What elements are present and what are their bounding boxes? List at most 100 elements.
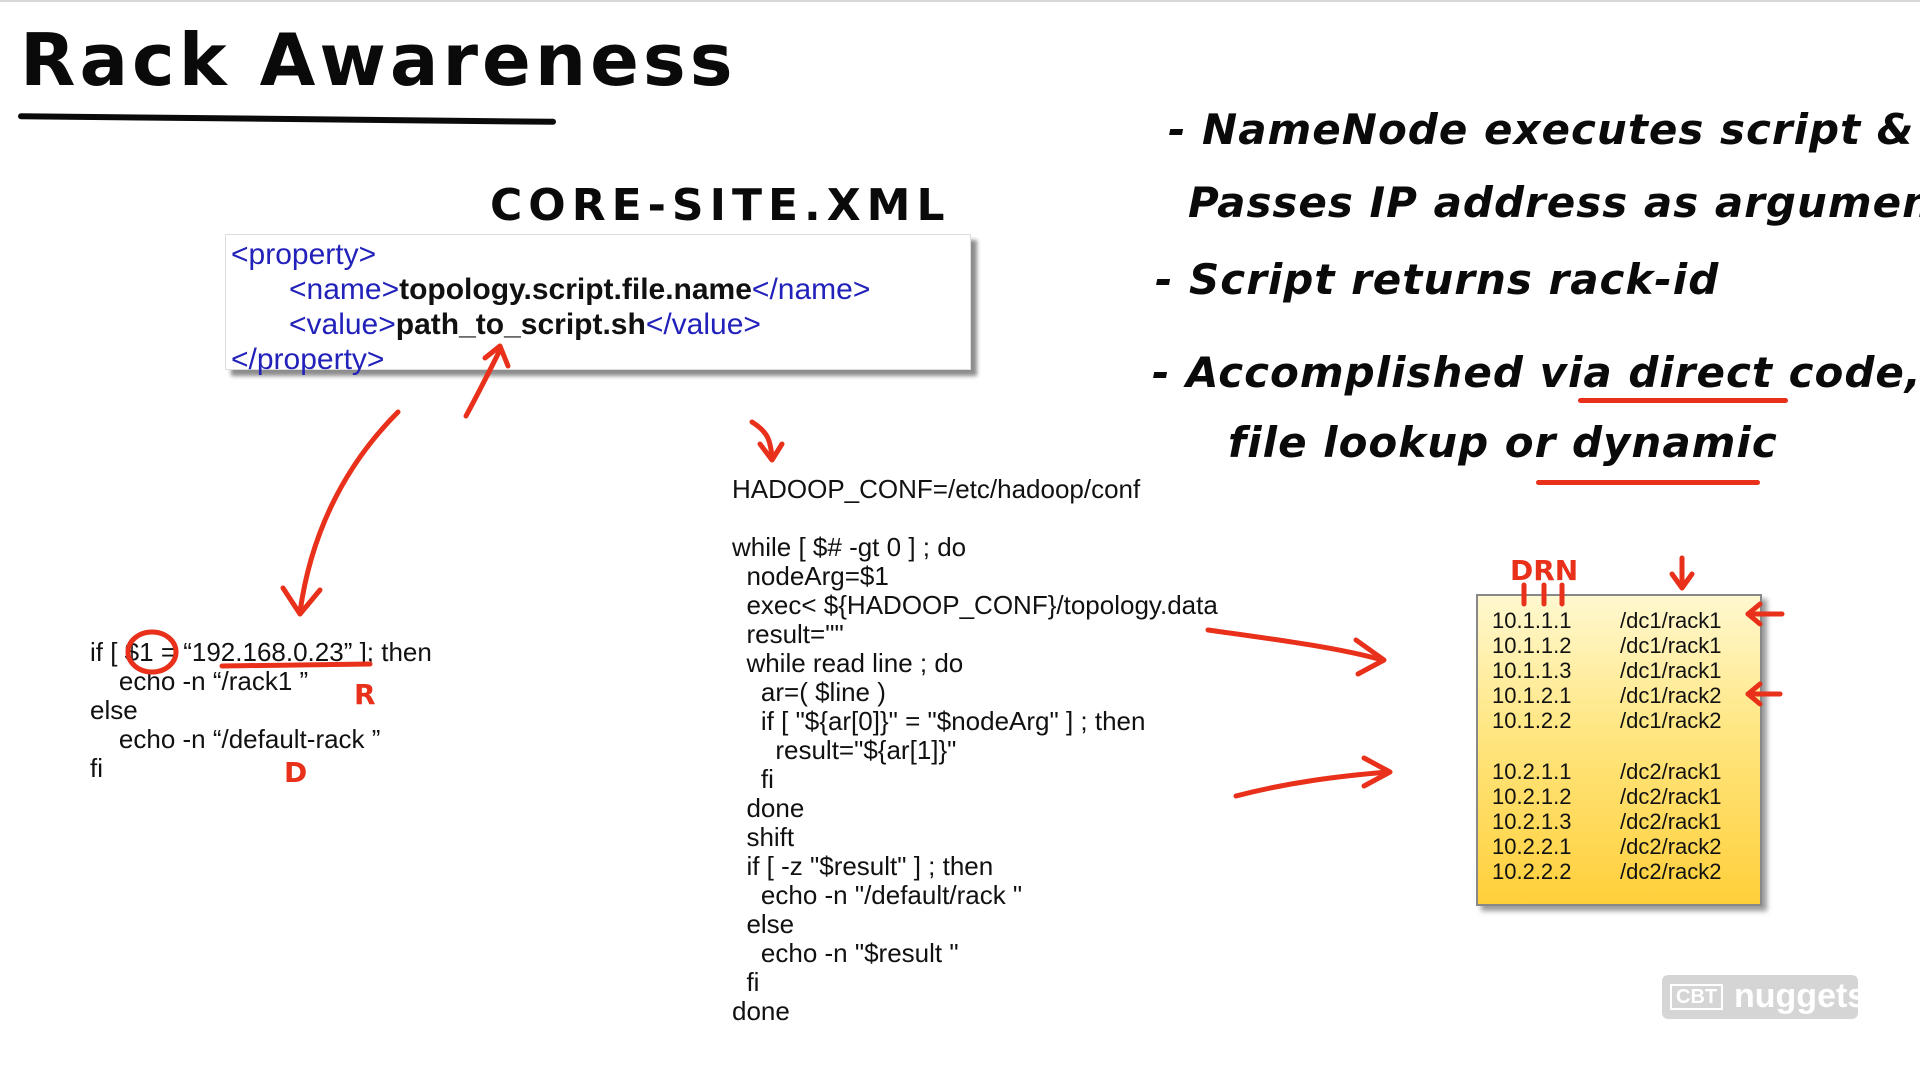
table-rack: /dc1/rack1	[1620, 658, 1722, 683]
code-line: echo -n "$result "	[732, 938, 959, 968]
code-line: if [ "${ar[0]}" = "$nodeArg" ] ; then	[732, 706, 1146, 736]
underline-direct-code	[1578, 398, 1788, 403]
code-line: done	[732, 793, 805, 823]
table-row: 10.2.1.3/dc2/rack1	[1492, 809, 1722, 834]
code-line: while [ $# -gt 0 ] ; do	[732, 532, 967, 562]
xml-tag: <value>	[289, 308, 396, 341]
table-ip: 10.1.2.2	[1492, 708, 1572, 733]
table-row: 10.2.2.2/dc2/rack2	[1492, 859, 1722, 884]
table-rack: /dc2/rack2	[1620, 834, 1722, 859]
table-ip: 10.2.1.3	[1492, 809, 1572, 834]
arrow-head	[1745, 601, 1763, 627]
arrow-to-table-top	[1205, 627, 1385, 663]
arrow-to-table-bottom	[1233, 769, 1391, 799]
code-line: done	[732, 996, 790, 1026]
table-rack: /dc2/rack2	[1620, 859, 1722, 884]
logo-cbt: CBT	[1670, 984, 1724, 1010]
xml-tag: </name>	[751, 273, 871, 306]
table-row: 10.1.1.1/dc1/rack1	[1492, 608, 1722, 633]
annotation-r: R	[354, 678, 376, 711]
table-ip: 10.1.2.1	[1492, 683, 1572, 708]
circle-dollar-one	[125, 629, 179, 675]
underline-ip	[219, 661, 373, 669]
bullet-file-lookup: file lookup or dynamic	[1228, 418, 1778, 467]
arrow-head	[482, 343, 511, 369]
xml-line-name: <name>topology.script.file.name</name>	[289, 272, 870, 307]
code-line: fi	[732, 967, 760, 997]
xml-tag: <name>	[289, 273, 400, 306]
code-line: if [ $1 = “192.168.0.23” ]; then	[90, 637, 432, 667]
annotation-d: D	[284, 756, 307, 789]
table-ip: 10.2.1.1	[1492, 759, 1572, 784]
xml-line-value: <value>path_to_script.sh</value>	[289, 307, 761, 342]
table-rack: /dc1/rack2	[1620, 708, 1722, 733]
code-line: if [ -z "$result" ] ; then	[732, 851, 994, 881]
bullet-passes-ip: Passes IP address as argument	[1188, 178, 1920, 227]
table-row: 10.1.1.3/dc1/rack1	[1492, 658, 1722, 683]
table-row: 10.2.1.1/dc2/rack1	[1492, 759, 1722, 784]
table-ip: 10.2.2.2	[1492, 859, 1572, 884]
table-rack: /dc1/rack1	[1620, 608, 1722, 633]
arrow-head	[280, 585, 323, 617]
core-site-label: CORE-SITE.XML	[490, 180, 951, 231]
xml-value-value: path_to_script.sh	[395, 308, 646, 341]
table-rack: /dc2/rack1	[1620, 759, 1722, 784]
table-ip: 10.1.1.3	[1492, 658, 1572, 683]
arrow-head	[1669, 571, 1695, 591]
code-line: result="${ar[1]}"	[732, 735, 957, 765]
xml-name-value: topology.script.file.name	[399, 273, 752, 306]
code-line: HADOOP_CONF=/etc/hadoop/conf	[732, 474, 1141, 504]
code-line: echo -n “/default-rack ”	[90, 724, 381, 754]
table-row: 10.1.1.2/dc1/rack1	[1492, 633, 1722, 658]
xml-tag: </property>	[231, 343, 385, 376]
logo-text: nuggets	[1734, 977, 1867, 1015]
table-rack: /dc1/rack2	[1620, 683, 1722, 708]
arrow-head	[1361, 755, 1393, 789]
xml-line-open-property: <property>	[231, 237, 376, 272]
code-snippet-static: if [ $1 = “192.168.0.23” ]; then echo -n…	[90, 638, 432, 783]
code-line: fi	[90, 753, 103, 783]
code-line: ar=( $line )	[732, 677, 886, 707]
bullet-script-returns: - Script returns rack-id	[1155, 255, 1720, 304]
table-ip: 10.2.1.2	[1492, 784, 1572, 809]
arrow-head	[1353, 637, 1387, 677]
code-line: else	[732, 909, 795, 939]
xml-config-box: <property> <name>topology.script.file.na…	[225, 234, 971, 376]
topology-data-table: 10.1.1.1/dc1/rack1 10.1.1.2/dc1/rack1 10…	[1476, 594, 1762, 906]
xml-tag: </value>	[645, 308, 761, 341]
arrow-curl-down	[749, 419, 775, 459]
table-rack: /dc2/rack1	[1620, 809, 1722, 834]
arrow-config-to-static	[297, 409, 401, 615]
code-line: echo -n "/default/rack "	[732, 880, 1023, 910]
table-rack: /dc2/rack1	[1620, 784, 1722, 809]
code-line: while read line ; do	[732, 648, 964, 678]
table-annotation-drn: DRN	[1510, 554, 1578, 587]
bullet-accomplished-via: - Accomplished via direct code,	[1152, 348, 1920, 397]
code-snippet-lookup: HADOOP_CONF=/etc/hadoop/conf while [ $# …	[732, 475, 1218, 1026]
table-row: 10.1.2.2/dc1/rack2	[1492, 708, 1722, 733]
code-line: else	[90, 695, 138, 725]
arrow-head	[757, 441, 785, 463]
code-line: nodeArg=$1	[732, 561, 889, 591]
code-line: fi	[732, 764, 774, 794]
table-ip: 10.1.1.2	[1492, 633, 1572, 658]
code-line: result=""	[732, 619, 844, 649]
table-ip: 10.1.1.1	[1492, 608, 1572, 633]
table-row: 10.2.2.1/dc2/rack2	[1492, 834, 1722, 859]
slide-title: Rack Awareness	[20, 18, 737, 102]
code-line: echo -n “/rack1 ”	[90, 666, 309, 696]
arrow-up-to-path	[463, 347, 503, 419]
code-line: exec< ${HADOOP_CONF}/topology.data	[732, 590, 1218, 620]
table-rack: /dc1/rack1	[1620, 633, 1722, 658]
table-ip: 10.2.2.1	[1492, 834, 1572, 859]
arrow-head	[1745, 681, 1763, 707]
code-line: shift	[732, 822, 795, 852]
table-row: 10.2.1.2/dc2/rack1	[1492, 784, 1722, 809]
xml-line-close-property: </property>	[231, 342, 384, 377]
top-rule	[0, 0, 1920, 2]
underline-dynamic	[1536, 480, 1760, 485]
cbt-nuggets-logo: CBT nuggets	[1662, 975, 1866, 1019]
tick-ip-col	[1521, 582, 1565, 607]
table-row: 10.1.2.1/dc1/rack2	[1492, 683, 1722, 708]
